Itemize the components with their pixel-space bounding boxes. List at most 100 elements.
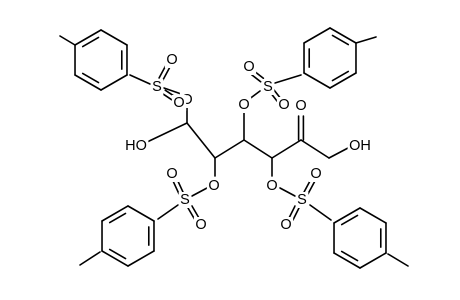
tosyl-tr-so-bond [250,73,262,83]
tosyl-tl-sring-bond [129,74,151,85]
tosyl-br-oxo-a-text: O [310,166,321,182]
tosyl-tr-ring-bond [329,72,357,89]
tosyl-br-sulfur: S [295,192,309,208]
tosyl-bl-sulfur-mask [178,192,192,208]
tosyl-br-ring-bond [333,252,361,269]
tosyl-tl-oxo-b-text: O [173,95,184,111]
tosyl-bl-oxo-a-text: O [166,166,177,182]
tosyl-bl-methyl-bond [79,251,101,266]
tosyl-tr-oxo-b-text: O [278,97,289,113]
tosyl-tl-ring-bond [74,74,102,91]
hydroxyl-left: HO [123,138,149,154]
tosyl-tl-ring-bond [100,29,128,46]
tosyl-tr-ring-bond [303,72,331,89]
tosyl-tl-oxo-a-mask [164,52,180,68]
tosyl-tl-oxo-b-mask [171,95,187,111]
tosyl-bl-oxo-b-mask [193,217,209,233]
tosyl-br-ring-bond [359,252,387,269]
tosyl-br-ring-bond [359,207,387,224]
tosyl-tl-sulfur: S [150,79,164,95]
tosyl-bl-so-bond [172,180,180,195]
tosyl-tr-ester-o-mask [236,97,252,113]
tosyl-bl-sulfur-text: S [180,192,190,208]
tosyl-bl-oxo-a-mask [164,166,180,182]
tosyl-br-methyl-bond [387,253,409,267]
tosyl-tr-ester-o: O [236,97,252,113]
tosyl-br-so-bond [288,205,296,219]
tosyl-tr-methyl-bond [355,36,377,44]
tosyl-bl-ester-o-text: O [208,178,219,194]
hydroxyl-right: OH [347,138,373,154]
tosyl-br-sulfur-text: S [297,192,307,208]
tosyl-tr-sulfur: S [261,79,275,95]
chain-bond [243,139,273,159]
tosyl-bl-ring-bond [101,205,129,222]
tosyl-br-sring-bond [309,204,332,221]
tosyl-tr-oxo-a: O [241,59,257,75]
tosyl-bl-ester-o: O [206,178,222,194]
tosyl-bl-sring-bond [157,204,179,220]
tosyl-bl-os-bond [191,187,208,197]
tosyl-tl-ester-o-text: O [181,92,192,108]
tosyl-tr-ring-bond [303,27,331,44]
tosyl-tl-ring-inner-bond [81,72,100,84]
tosyl-br-so-bond [307,180,316,195]
tosyl-tr-oxo-b-mask [276,97,292,113]
tosyl-tr-oxo-b: O [276,97,292,113]
tosyl-tl-oxo-b: O [171,95,187,111]
tosyl-tr-oxo-a-mask [241,59,257,75]
tosyl-br-ring-inner-bond [340,214,359,226]
tosyl-tl-oxo-a: O [164,52,180,68]
tosyl-br-oxo-a: O [308,166,324,182]
chain-bond [144,122,188,144]
tosyl-tr-ring-bond [329,27,357,44]
tosyl-br-ring-bond [333,207,361,224]
tosyl-br-ester-o: O [264,178,280,194]
tosyl-tl-sulfur-text: S [152,79,162,95]
tosyl-tr-sring-bond [274,74,302,84]
tosyl-br-oxo-b-text: O [280,217,291,233]
tosyl-tl-ring-inner-bond [81,36,100,48]
bond-layer [59,27,409,269]
tosyl-bl-oxo-b-text: O [195,217,206,233]
hydroxyl-right-mask [347,138,373,154]
tosyl-br-oxo-a-mask [308,166,324,182]
tosyl-tl-oxo-a-text: O [166,52,177,68]
tosyl-tl-ring-bond [74,29,102,46]
tosyl-br-so-bond [292,207,300,221]
tosyl-tr-ester-o-text: O [238,97,249,113]
tosyl-br-oxo-b-mask [278,217,294,233]
tosyl-tr-sulfur-text: S [263,79,273,95]
ketone-oxygen-text: O [295,98,306,114]
tosyl-bl-ring-bond [127,250,155,267]
tosyl-br-os-bond [279,187,296,197]
tosyl-bl-ring-bond [101,250,129,267]
chain-bond [328,147,349,159]
chain-bond [271,139,302,159]
hydroxyl-left-text: HO [125,138,147,154]
tosyl-br-sulfur-mask [295,192,309,208]
tosyl-tl-so-bond [162,66,171,81]
ketone-oxygen: O [293,98,309,114]
tosyl-bl-so-bond [191,205,200,219]
tosyl-tl-so-bond [161,93,173,101]
tosyl-tr-sulfur-mask [261,79,275,95]
tosyl-bl-ester-o-mask [206,178,222,194]
tosyl-tr-ring-inner-bond [331,34,350,46]
chain-bond [186,122,216,159]
ketone-oxygen-mask [293,98,309,114]
tosyl-bl-ring-bond [127,205,155,222]
hydroxyl-left-mask [123,138,149,154]
tosyl-tl-ring-bond [100,74,128,91]
tosyl-br-ester-o-mask [264,178,280,194]
tosyl-bl-sulfur: S [178,192,192,208]
tosyl-tl-sulfur-mask [150,79,164,95]
tosyl-bl-ring-inner-bond [108,248,127,260]
tosyl-tl-methyl-bond [59,35,76,46]
tosyl-br-ring-inner-bond [340,250,359,262]
tosyl-bl-oxo-a: O [164,166,180,182]
chain-bond [300,139,330,159]
